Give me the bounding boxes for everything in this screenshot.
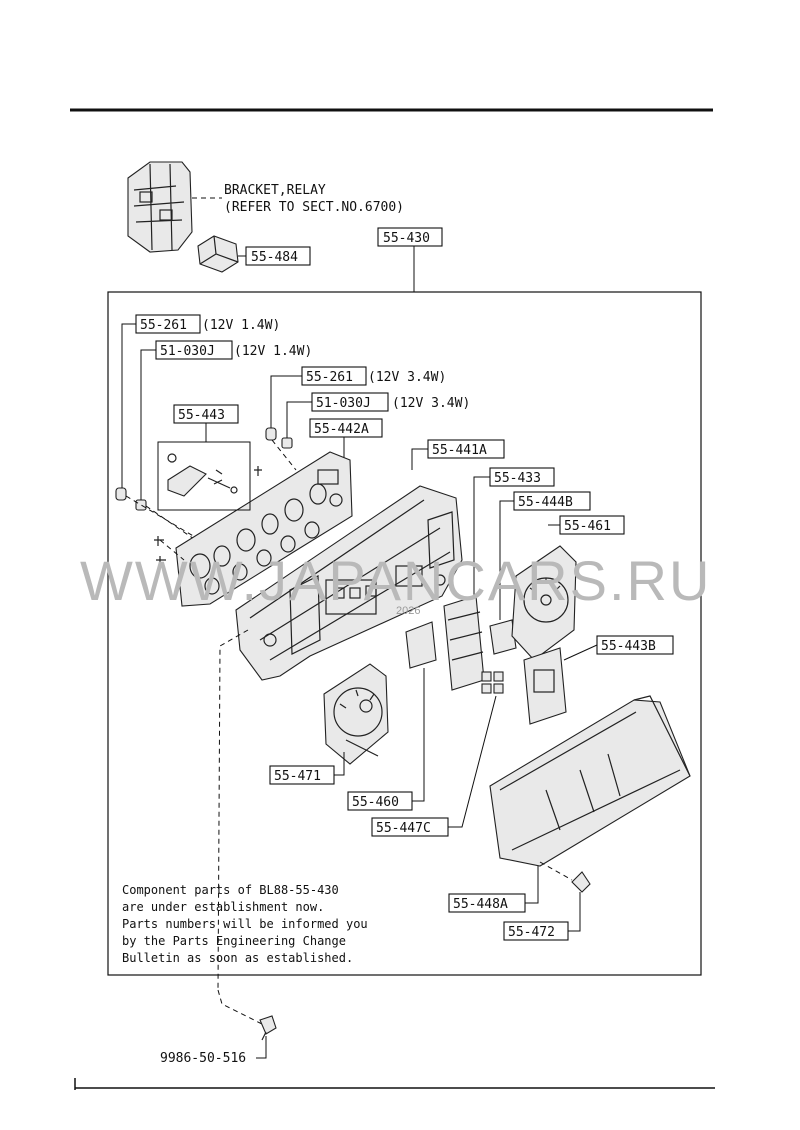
screw-leader xyxy=(256,1036,267,1059)
p447c-leader xyxy=(448,695,497,828)
p030b-box xyxy=(311,392,389,412)
note-line-4: by the Parts Engineering Change xyxy=(122,934,346,948)
p030a-leader xyxy=(140,349,156,500)
p030b-spec: (12V 3.4W) xyxy=(392,396,470,411)
relay-bracket-drawing xyxy=(127,161,193,253)
bracket-refer-label: (REFER TO SECT.NO.6700) xyxy=(224,200,404,215)
part-label-51-030J-a: 51-030J xyxy=(160,344,215,359)
watermark-small: 2026 xyxy=(396,605,420,617)
p261b-box xyxy=(301,366,367,386)
part-label-55-447C: 55-447C xyxy=(376,821,431,836)
part-label-55-484: 55-484 xyxy=(251,250,298,265)
p448a-leader xyxy=(525,866,539,904)
knob-dash xyxy=(539,861,573,881)
note-line-3: Parts numbers will be informed you xyxy=(122,917,368,931)
part-label-55-430: 55-430 xyxy=(383,231,430,246)
part-label-9986-50-516: 9986-50-516 xyxy=(160,1051,246,1066)
meter-case-55-441A-drawing xyxy=(235,485,463,681)
p261a-box xyxy=(135,314,201,334)
part-label-51-030J-b: 51-030J xyxy=(316,396,371,411)
bulb-55-261-right xyxy=(265,427,277,441)
gauge-55-461-drawing xyxy=(511,545,577,661)
part-55-447C-drawing xyxy=(481,671,504,694)
part-label-55-471: 55-471 xyxy=(274,769,321,784)
relay-55-484-drawing xyxy=(197,235,239,273)
part-label-55-443B: 55-443B xyxy=(601,639,656,654)
screw-c-drawing xyxy=(254,466,262,476)
part-label-55-461: 55-461 xyxy=(564,519,611,534)
p261b-spec: (12V 3.4W) xyxy=(368,370,446,385)
socket-51-030J-right xyxy=(281,437,293,449)
p261a-leader xyxy=(121,323,136,488)
socket-51-030J-left xyxy=(135,499,147,511)
p430-box xyxy=(377,227,443,247)
screw-path-dash xyxy=(217,629,249,991)
part-label-55-443: 55-443 xyxy=(178,408,225,423)
part-label-55-261-a: 55-261 xyxy=(140,318,187,333)
screw-9986-50-516-drawing xyxy=(259,1015,277,1041)
part-label-55-448A: 55-448A xyxy=(453,897,508,912)
bulb-b-dash xyxy=(271,439,297,471)
screw-b-drawing xyxy=(156,556,166,566)
part-label-55-444B: 55-444B xyxy=(518,495,573,510)
p030b-leader xyxy=(286,401,312,438)
part-55-460-drawing xyxy=(405,621,437,669)
p472-leader xyxy=(568,892,581,932)
screw-lower-dash xyxy=(217,989,263,1025)
assembly-note: Component parts of BL88-55-430 are under… xyxy=(122,883,368,965)
note-line-1: Component parts of BL88-55-430 xyxy=(122,883,339,897)
part-label-55-460: 55-460 xyxy=(352,795,399,810)
watermark-text: WWW.JAPANCARS.RU xyxy=(80,549,711,612)
part-55-443B-drawing xyxy=(523,647,567,725)
assembly-frame xyxy=(107,291,702,976)
p443b-leader xyxy=(563,644,598,661)
p460-leader xyxy=(412,668,425,802)
bulb-55-261-left xyxy=(115,487,127,501)
screw-a-drawing xyxy=(154,536,164,546)
note-line-2: are under establishment now. xyxy=(122,900,324,914)
note-line-5: Bulletin as soon as established. xyxy=(122,951,353,965)
part-label-55-442A: 55-442A xyxy=(314,422,369,437)
part-label-55-433: 55-433 xyxy=(494,471,541,486)
p444b-leader xyxy=(499,500,514,620)
part-label-55-441A: 55-441A xyxy=(432,443,487,458)
p442a-box xyxy=(309,418,383,438)
bracket-relay-label: BRACKET,RELAY xyxy=(224,183,326,198)
p261a-spec: (12V 1.4W) xyxy=(202,318,280,333)
p484-box xyxy=(245,246,311,266)
speedometer-55-471-drawing xyxy=(323,663,389,765)
circuit-55-433-drawing xyxy=(443,595,485,691)
p471-leader xyxy=(334,752,345,776)
regulator-55-443-drawing xyxy=(167,453,238,497)
p261b-leader xyxy=(270,375,302,428)
knob-55-472-drawing xyxy=(571,871,591,893)
printed-circuit-55-442A-drawing xyxy=(175,451,353,607)
part-55-444B-drawing xyxy=(489,619,517,655)
p441a-leader xyxy=(411,448,428,470)
p030a-spec: (12V 1.4W) xyxy=(234,344,312,359)
p433-leader xyxy=(473,476,490,600)
part-label-55-472: 55-472 xyxy=(508,925,555,940)
p443-kit-frame xyxy=(157,441,251,511)
part-label-55-261-b: 55-261 xyxy=(306,370,353,385)
p030a-box xyxy=(155,340,233,360)
lens-55-448A-drawing xyxy=(489,695,691,867)
